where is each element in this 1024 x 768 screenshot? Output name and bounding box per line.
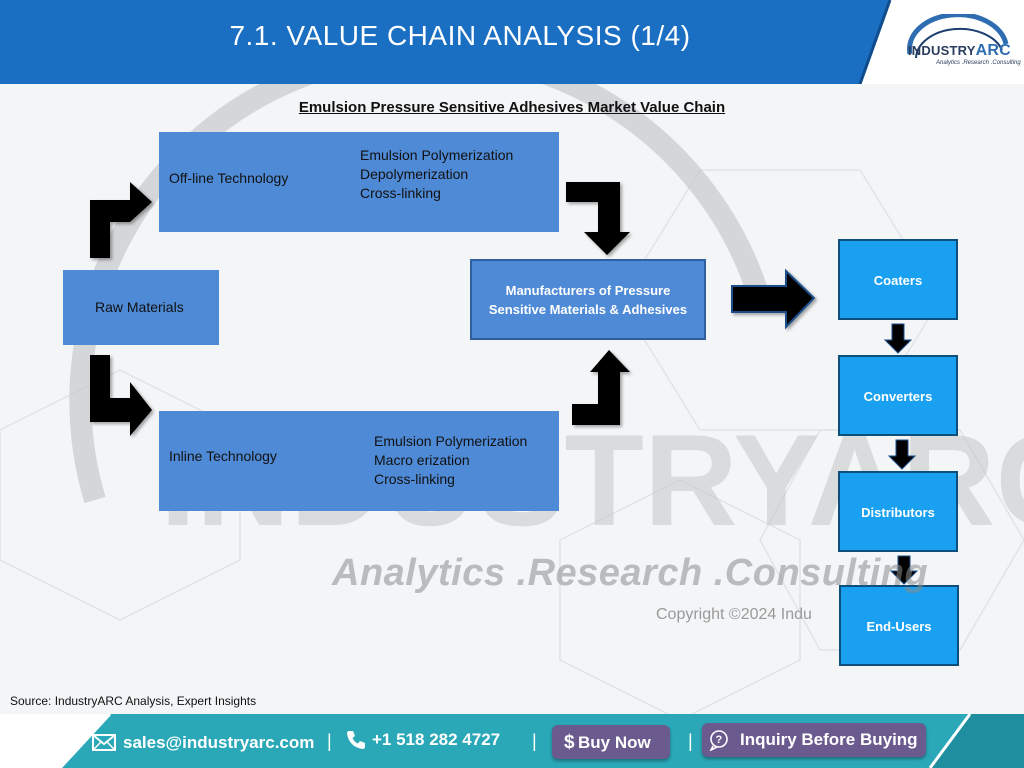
logo-text: INDUSTRYARC	[908, 42, 1011, 59]
inquiry-label: Inquiry Before Buying	[740, 730, 918, 749]
source-note: Source: IndustryARC Analysis, Expert Ins…	[10, 694, 257, 708]
dollar-icon: $	[564, 732, 575, 753]
footer-separator: |	[688, 731, 693, 751]
offline-technology-box: Off-line Technology Emulsion Polymerizat…	[159, 132, 559, 232]
inline-technology-box: Inline Technology Emulsion Polymerizatio…	[159, 411, 559, 511]
footer-separator: |	[532, 731, 537, 751]
inline-technology-label: Inline Technology	[169, 448, 277, 464]
offline-step: Cross-linking	[360, 185, 441, 201]
inline-step: Cross-linking	[374, 471, 455, 487]
buy-now-button[interactable]: $ Buy Now	[552, 725, 670, 759]
offline-step: Emulsion Polymerization	[360, 147, 514, 163]
offline-steps: Emulsion Polymerization Depolymerization…	[360, 146, 513, 203]
offline-step: Depolymerization	[360, 166, 469, 182]
mail-icon	[92, 734, 116, 751]
coaters-box: Coaters	[838, 239, 958, 320]
inquiry-before-buying-button[interactable]: ? Inquiry Before Buying	[702, 723, 926, 757]
copyright-text: Copyright ©2024 Indu	[656, 606, 812, 623]
offline-technology-label: Off-line Technology	[169, 170, 289, 186]
end-users-label: End-Users	[866, 619, 932, 634]
distributors-box: Distributors	[838, 471, 958, 552]
coaters-label: Coaters	[873, 273, 923, 288]
watermark-tagline: Analytics .Research .Consulting	[332, 552, 929, 594]
end-users-box: End-Users	[839, 585, 959, 666]
converters-label: Converters	[863, 389, 933, 404]
raw-materials-label: Raw Materials	[95, 299, 184, 315]
raw-materials-box: Raw Materials	[63, 270, 219, 345]
header-bar	[0, 0, 1024, 84]
phone-icon	[347, 731, 365, 749]
manufacturers-box: Manufacturers of Pressure Sensitive Mate…	[470, 259, 706, 340]
inline-steps: Emulsion Polymerization Macro erization …	[374, 432, 527, 489]
question-chat-icon: ?	[709, 730, 728, 751]
svg-text:?: ?	[716, 734, 723, 746]
email-link[interactable]: sales@industryarc.com	[123, 733, 315, 752]
inline-step: Emulsion Polymerization	[374, 433, 528, 449]
distributors-label: Distributors	[861, 505, 935, 520]
phone-link[interactable]: +1 518 282 4727	[372, 730, 501, 749]
logo-tagline: Analytics .Research .Consulting	[936, 60, 1021, 66]
diagram-title: Emulsion Pressure Sensitive Adhesives Ma…	[298, 99, 726, 116]
page-title: 7.1. VALUE CHAIN ANALYSIS (1/4)	[229, 20, 691, 51]
buy-now-label: Buy Now	[578, 733, 651, 752]
converters-box: Converters	[838, 355, 958, 436]
footer-separator: |	[327, 731, 332, 751]
industryarc-logo[interactable]	[902, 14, 1018, 72]
manufacturers-label: Manufacturers of Pressure Sensitive Mate…	[488, 282, 688, 317]
inline-step: Macro erization	[374, 452, 470, 468]
